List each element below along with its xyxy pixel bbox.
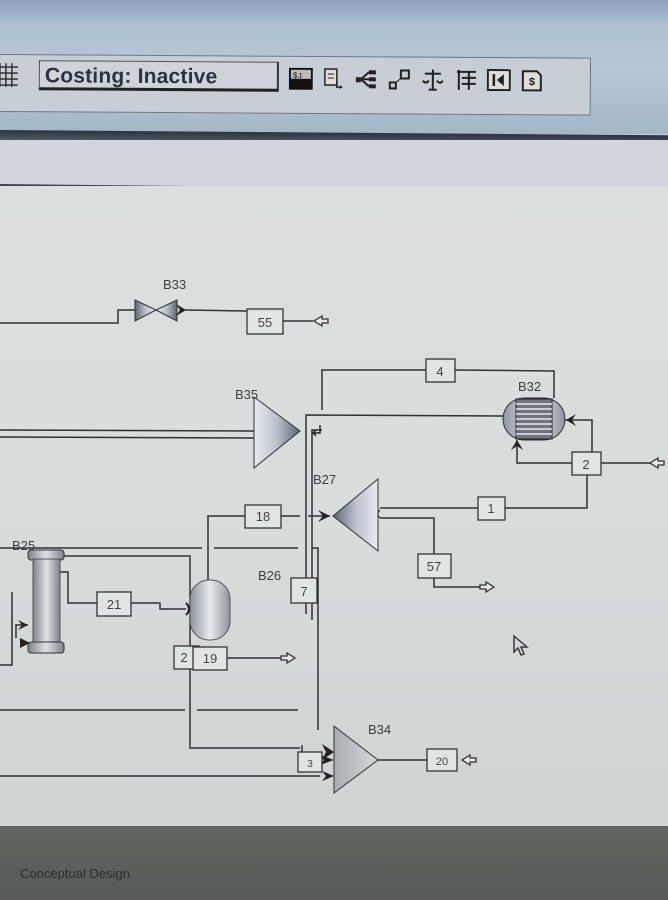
stream-55-line bbox=[184, 309, 248, 312]
stream-label: 4 bbox=[436, 364, 443, 379]
block-b26-flash-drum[interactable] bbox=[185, 579, 231, 641]
stream-box-57[interactable] bbox=[417, 553, 452, 579]
block-label-b25: B25 bbox=[12, 538, 35, 553]
stream-box-2[interactable] bbox=[571, 451, 602, 476]
inlet-arrow-icon bbox=[312, 425, 321, 437]
stream-label: 18 bbox=[256, 509, 270, 524]
balance-scale-icon[interactable] bbox=[420, 67, 446, 93]
feed-arrow-icon bbox=[648, 456, 665, 470]
feed-arrow-icon bbox=[312, 314, 329, 328]
svg-text:$: $ bbox=[529, 76, 535, 88]
toolbar-area: Costing: Inactive $.t bbox=[0, 22, 668, 134]
feed-arrow-icon bbox=[460, 753, 477, 767]
block-label-b27: B27 bbox=[313, 472, 336, 487]
block-b25-column[interactable] bbox=[18, 549, 65, 654]
stream-label: 57 bbox=[427, 559, 441, 574]
stream-box-1[interactable] bbox=[477, 496, 506, 521]
block-label-b35: B35 bbox=[235, 387, 258, 402]
block-label-b32: B32 bbox=[518, 379, 541, 394]
stream-box-55[interactable] bbox=[246, 308, 284, 335]
cost-picture-icon[interactable]: $.t bbox=[288, 66, 314, 92]
stream-label: 19 bbox=[203, 651, 217, 666]
column-spec-icon[interactable] bbox=[453, 67, 479, 93]
stream-box-3[interactable] bbox=[297, 751, 323, 773]
block-b35-compressor[interactable] bbox=[253, 396, 301, 470]
block-label-b33: B33 bbox=[163, 277, 186, 292]
block-b32-heat-exchanger[interactable] bbox=[502, 397, 576, 450]
stream-label: 20 bbox=[436, 756, 448, 768]
stream-label: 55 bbox=[258, 315, 272, 330]
product-arrow-icon bbox=[280, 651, 297, 665]
stream-label: 21 bbox=[107, 597, 121, 612]
stream-label: 2 bbox=[582, 457, 589, 472]
costing-toolbar: Costing: Inactive $.t bbox=[0, 54, 591, 116]
flowsheet-canvas[interactable] bbox=[0, 186, 668, 826]
block-b34-mixer[interactable] bbox=[320, 724, 379, 794]
stream-box-4[interactable] bbox=[425, 358, 456, 383]
block-label-b26: B26 bbox=[258, 568, 281, 583]
document-export-icon[interactable] bbox=[321, 66, 347, 92]
grid-icon[interactable] bbox=[0, 63, 18, 88]
block-b33-valve[interactable] bbox=[134, 299, 186, 322]
dollar-page-icon[interactable]: $ bbox=[519, 67, 545, 93]
status-bar-label[interactable]: Conceptual Design bbox=[20, 866, 130, 881]
rewind-report-icon[interactable] bbox=[486, 67, 512, 93]
block-b27-compressor[interactable] bbox=[318, 477, 381, 553]
window-top-strip bbox=[0, 0, 668, 22]
stream-label: 7 bbox=[300, 584, 307, 599]
stream-box-19[interactable] bbox=[192, 646, 228, 671]
stream-box-21[interactable] bbox=[96, 591, 132, 617]
stream-label: 1 bbox=[487, 501, 494, 516]
svg-text:$.t: $.t bbox=[293, 71, 303, 80]
stream-label: 3 bbox=[307, 759, 313, 770]
pane-header bbox=[0, 140, 668, 186]
connect-blocks-icon[interactable] bbox=[387, 66, 413, 92]
product-arrow-icon bbox=[479, 580, 496, 594]
stream-line-valve-out bbox=[0, 309, 136, 324]
block-label-b34: B34 bbox=[368, 722, 391, 737]
mouse-cursor-icon bbox=[513, 634, 529, 656]
stream-box-7[interactable] bbox=[290, 577, 318, 604]
stream-box-18[interactable] bbox=[244, 504, 282, 529]
stream-label: 2 bbox=[180, 650, 187, 665]
stream-box-20[interactable] bbox=[426, 748, 458, 772]
tree-branch-icon[interactable] bbox=[354, 66, 380, 92]
status-bar bbox=[0, 826, 668, 900]
